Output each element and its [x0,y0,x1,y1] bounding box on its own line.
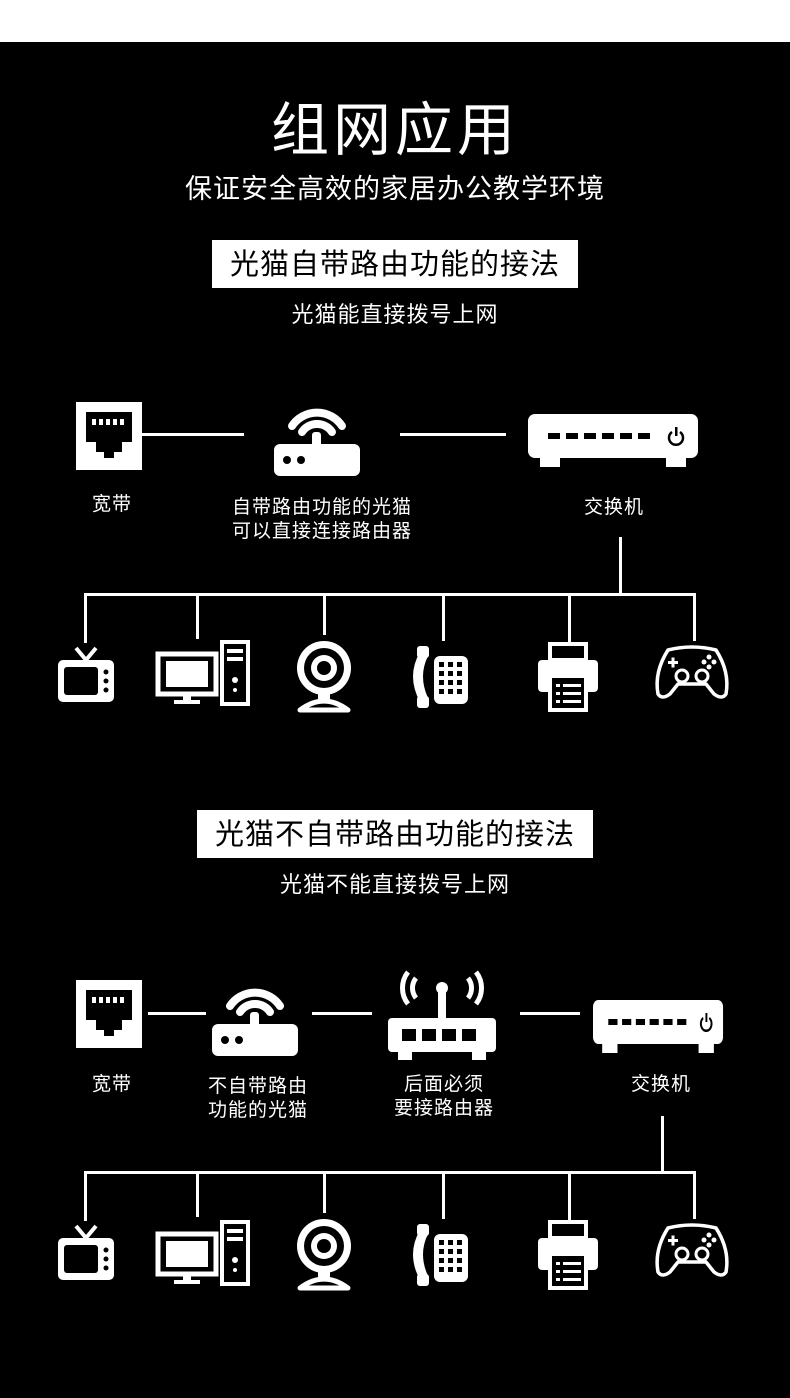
section2-note: 光猫不能直接拨号上网 [279,873,510,898]
device-drop-line [84,1171,87,1221]
broadband-label: 宽带 [91,493,132,515]
telephone-icon [413,646,468,708]
wireless-router-icon [388,958,496,1062]
device-drop-line [442,593,445,641]
printer-icon [536,642,600,712]
device-bus-line [84,1171,696,1174]
ethernet-port-icon [76,980,142,1048]
switch-label: 交换机 [630,1073,691,1095]
page-title: 组网应用 [270,96,519,164]
device-bus-line [84,593,696,596]
device-drop-line [323,593,326,635]
connector-line [520,1012,580,1015]
section1-heading-wrap: 光猫自带路由功能的接法 [0,240,790,288]
page-subtitle: 保证安全高效的家居办公教学环境 [185,174,605,205]
desktop-computer-icon [156,1220,250,1286]
connector-line [400,433,506,436]
device-drop-line [568,1171,571,1221]
device-drop-line [693,1171,696,1219]
device-drop-line [442,1171,445,1219]
connector-line [142,433,244,436]
router-label-line2: 要接路由器 [393,1097,494,1119]
device-drop-line [196,1171,199,1217]
gamepad-icon [655,645,729,699]
modem-label-line2: 功能的光猫 [207,1099,308,1121]
switch-icon [591,998,725,1055]
network-diagram-page: 组网应用 保证安全高效的家居办公教学环境 光猫自带路由功能的接法 光猫能直接拨号… [0,42,790,1398]
printer-icon [536,1220,600,1290]
desktop-computer-icon [156,640,250,706]
device-drop-line [196,593,199,639]
device-drop-line [84,593,87,643]
ethernet-port-icon [76,402,142,470]
switch-drop-line [661,1116,664,1174]
modem-icon [212,972,298,1056]
section1-note: 光猫能直接拨号上网 [291,303,499,328]
connector-line [148,1012,206,1015]
router-label-line1: 后面必须 [403,1073,484,1095]
modem-icon [274,392,360,476]
connector-line [312,1012,372,1015]
device-drop-line [568,593,571,643]
broadband-label: 宽带 [91,1073,132,1095]
device-drop-line [693,593,696,641]
device-drop-line [323,1171,326,1213]
section2-heading: 光猫不自带路由功能的接法 [196,810,593,858]
switch-drop-line [619,537,622,595]
tv-icon [56,1224,116,1282]
section1-heading: 光猫自带路由功能的接法 [211,240,578,288]
modem-label-line1: 不自带路由 [207,1075,308,1097]
section2-heading-wrap: 光猫不自带路由功能的接法 [0,810,790,858]
tv-icon [56,646,116,704]
switch-label: 交换机 [583,496,644,518]
switch-icon [526,412,700,469]
webcam-icon [292,638,356,712]
modem-label-line2: 可以直接连接路由器 [231,520,412,542]
telephone-icon [413,1224,468,1286]
gamepad-icon [655,1223,729,1277]
webcam-icon [292,1216,356,1290]
modem-label-line1: 自带路由功能的光猫 [231,496,412,518]
